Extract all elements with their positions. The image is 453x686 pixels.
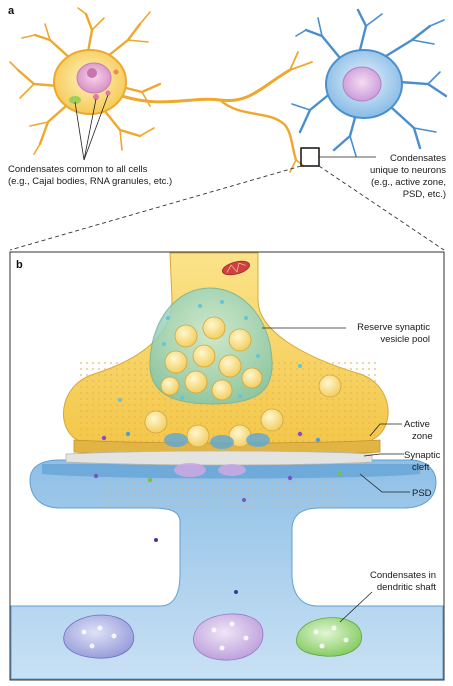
right-neuron: [291, 8, 448, 157]
label-dendritic-line2: dendritic shaft: [377, 582, 437, 593]
label-unique-line2: unique to neurons: [370, 165, 446, 176]
synapse-zoom-box: [300, 147, 320, 167]
scattered-molecules: [93, 431, 343, 594]
label-reserve-line1: Reserve synaptic: [357, 322, 430, 333]
dendritic-condensate-purple: [193, 613, 264, 661]
zoom-line-left: [9, 165, 302, 251]
cell-condensate-pink: [93, 94, 99, 100]
cell-condensate-green: [69, 96, 81, 104]
dendritic-condensate-green: [296, 617, 362, 657]
label-active-zone-line2: zone: [412, 431, 433, 442]
label-dendritic-line1: Condensates in: [370, 570, 436, 581]
label-unique-line1: Condensates: [390, 153, 446, 164]
reserve-vesicles: [160, 316, 263, 401]
cell-condensate-pink-2: [105, 90, 111, 96]
common-pointer-lines: [74, 94, 109, 161]
pool-small-dots: [162, 300, 260, 400]
label-unique-line4: PSD, etc.): [403, 189, 446, 200]
dendritic-condensate-blue: [63, 614, 135, 659]
label-active-zone-line1: Active: [404, 419, 430, 430]
panel-a-letter: a: [8, 5, 15, 17]
label-cleft-line1: Synaptic: [404, 450, 441, 461]
psd-clusters: [174, 463, 246, 477]
reserve-pool-condensate: [149, 287, 273, 405]
label-psd: PSD: [412, 488, 432, 499]
free-vesicle: [318, 374, 342, 398]
label-common-line1: Condensates common to all cells: [8, 164, 148, 175]
docked-vesicles: [144, 408, 284, 448]
condensate-inner-dots: [81, 621, 349, 651]
left-neuron: [9, 7, 313, 173]
active-zone-proteins: [164, 433, 270, 449]
label-cleft-line2: cleft: [412, 462, 430, 473]
label-reserve-line2: vesicle pool: [380, 334, 430, 345]
right-nucleus: [342, 66, 382, 102]
nucleolus: [87, 68, 97, 78]
left-nucleus: [76, 62, 112, 94]
label-unique-line3: (e.g., active zone,: [371, 177, 446, 188]
panel-b-pointer-lines: [262, 327, 410, 623]
panel-b-letter: b: [16, 259, 23, 271]
cell-condensate-orange: [113, 69, 119, 75]
synaptic-cleft: [65, 450, 373, 466]
label-common-line2: (e.g., Cajal bodies, RNA granules, etc.): [8, 176, 172, 187]
post-cytoskeleton: [100, 478, 340, 508]
